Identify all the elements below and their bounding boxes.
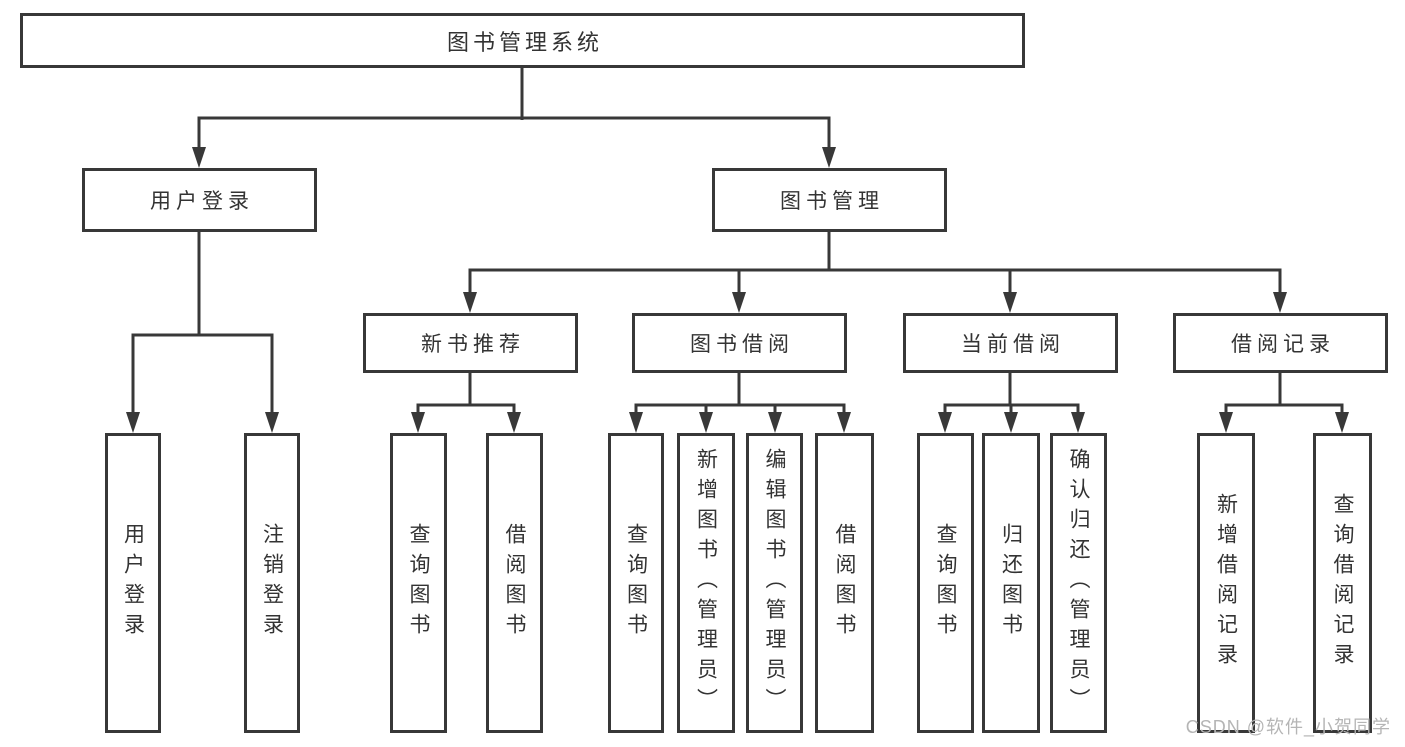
leaf-logout: 注销登录 — [244, 433, 300, 733]
node-new-book-recommend: 新书推荐 — [363, 313, 578, 373]
leaf-cb-confirm-return-admin: 确认归还（管理员） — [1050, 433, 1107, 733]
node-book-management-label: 图书管理 — [780, 190, 884, 213]
leaf-user-login: 用户登录 — [105, 433, 161, 733]
leaf-logout-label: 注销登录 — [260, 523, 284, 643]
node-root: 图书管理系统 — [20, 13, 1025, 68]
leaf-cb-return-books-label: 归还图书 — [999, 523, 1023, 643]
leaf-cb-query-books: 查询图书 — [917, 433, 974, 733]
leaf-bb-add-books-admin-label: 新增图书（管理员） — [694, 448, 718, 718]
node-book-management: 图书管理 — [712, 168, 947, 232]
node-borrow-records: 借阅记录 — [1173, 313, 1388, 373]
leaf-bb-query-books: 查询图书 — [608, 433, 664, 733]
node-borrow-records-label: 借阅记录 — [1231, 333, 1335, 356]
node-root-label: 图书管理系统 — [446, 29, 603, 55]
leaf-cb-return-books: 归还图书 — [982, 433, 1040, 733]
node-book-borrow: 图书借阅 — [632, 313, 847, 373]
node-user-login-label: 用户登录 — [150, 190, 254, 213]
leaf-nb-query-books-label: 查询图书 — [407, 523, 430, 643]
leaf-br-add-record-label: 新增借阅记录 — [1214, 493, 1238, 673]
leaf-cb-confirm-return-admin-label: 确认归还（管理员） — [1067, 448, 1090, 718]
leaf-br-query-record-label: 查询借阅记录 — [1331, 493, 1354, 673]
leaf-user-login-label: 用户登录 — [121, 523, 145, 643]
leaf-bb-borrow-books: 借阅图书 — [815, 433, 874, 733]
leaf-nb-borrow-books: 借阅图书 — [486, 433, 543, 733]
node-user-login: 用户登录 — [82, 168, 317, 232]
leaf-nb-query-books: 查询图书 — [390, 433, 447, 733]
leaf-bb-borrow-books-label: 借阅图书 — [833, 523, 856, 643]
leaf-bb-query-books-label: 查询图书 — [624, 523, 648, 643]
leaf-nb-borrow-books-label: 借阅图书 — [503, 523, 526, 643]
leaf-br-add-record: 新增借阅记录 — [1197, 433, 1255, 733]
arrowheads — [126, 147, 1349, 433]
leaf-bb-add-books-admin: 新增图书（管理员） — [677, 433, 735, 733]
leaf-bb-edit-books-admin: 编辑图书（管理员） — [746, 433, 803, 733]
node-new-book-recommend-label: 新书推荐 — [421, 333, 525, 356]
node-current-borrow: 当前借阅 — [903, 313, 1118, 373]
node-current-borrow-label: 当前借阅 — [961, 333, 1065, 356]
leaf-br-query-record: 查询借阅记录 — [1313, 433, 1372, 733]
leaf-cb-query-books-label: 查询图书 — [934, 523, 957, 643]
leaf-bb-edit-books-admin-label: 编辑图书（管理员） — [763, 448, 786, 718]
node-book-borrow-label: 图书借阅 — [690, 333, 794, 356]
csdn-watermark: CSDN @软件_小贺同学 — [1185, 717, 1391, 737]
